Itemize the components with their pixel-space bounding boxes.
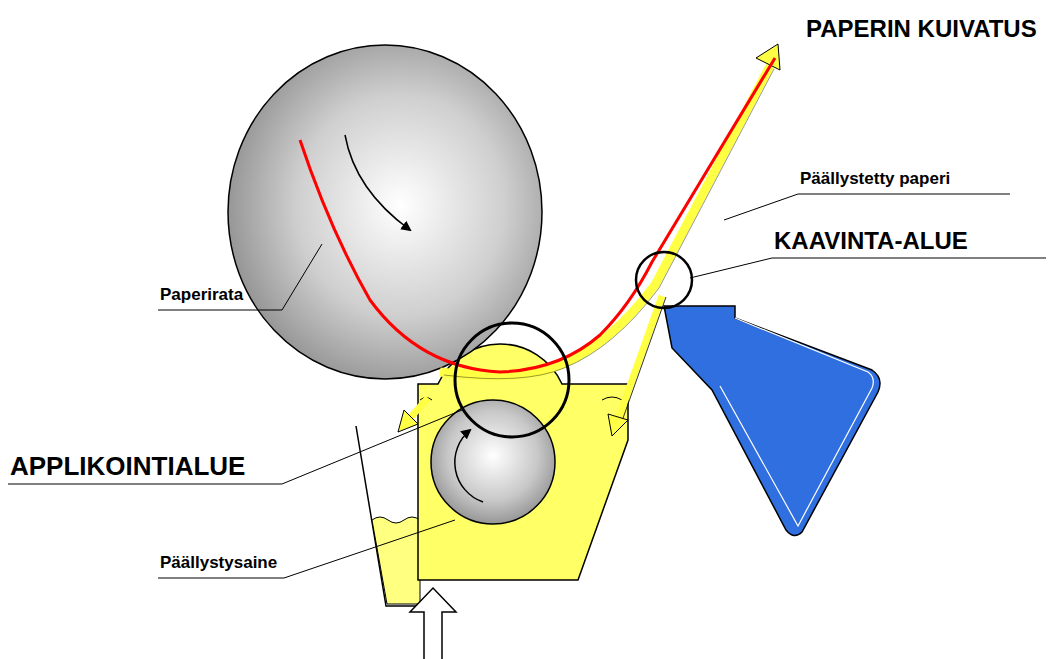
rotation-arrow: [455, 430, 483, 502]
backing-roll: [228, 45, 542, 379]
part-label: Paperirata: [160, 286, 243, 305]
overflow-arrow: [410, 398, 428, 418]
blade-highlight: [720, 318, 873, 526]
scraped-arrow-edge: [622, 297, 666, 421]
zone-label: KAAVINTA-ALUE: [774, 228, 968, 254]
feed-arrow: [410, 588, 456, 659]
section-heading: PAPERIN KUIVATUS: [806, 16, 1037, 42]
liquid-surface: [420, 397, 622, 400]
doctor-blade: [664, 306, 880, 536]
part-label: Päällystysaine: [160, 554, 277, 573]
leader-line: [690, 258, 1046, 278]
zone-label: APPLIKOINTIALUE: [10, 452, 245, 481]
coating-arrowhead: [756, 44, 780, 70]
part-label: Päällystetty paperi: [800, 170, 950, 189]
leader-line: [8, 410, 462, 484]
overflow-arrowhead: [398, 410, 418, 432]
scraping-zone-circle: [636, 252, 692, 308]
leader-line: [158, 244, 322, 310]
leader-line: [158, 520, 455, 578]
tank-liquid: [372, 517, 420, 604]
coating-trough: [418, 344, 628, 580]
rotation-arrow: [345, 135, 410, 230]
leader-lines: [8, 194, 1046, 578]
scraped-arrow: [618, 296, 662, 420]
tank-wall: [356, 426, 420, 606]
scraped-arrowhead: [608, 414, 628, 436]
applicator-roll: [431, 400, 555, 524]
leader-line: [724, 194, 1010, 220]
application-zone-circle: [455, 323, 569, 437]
